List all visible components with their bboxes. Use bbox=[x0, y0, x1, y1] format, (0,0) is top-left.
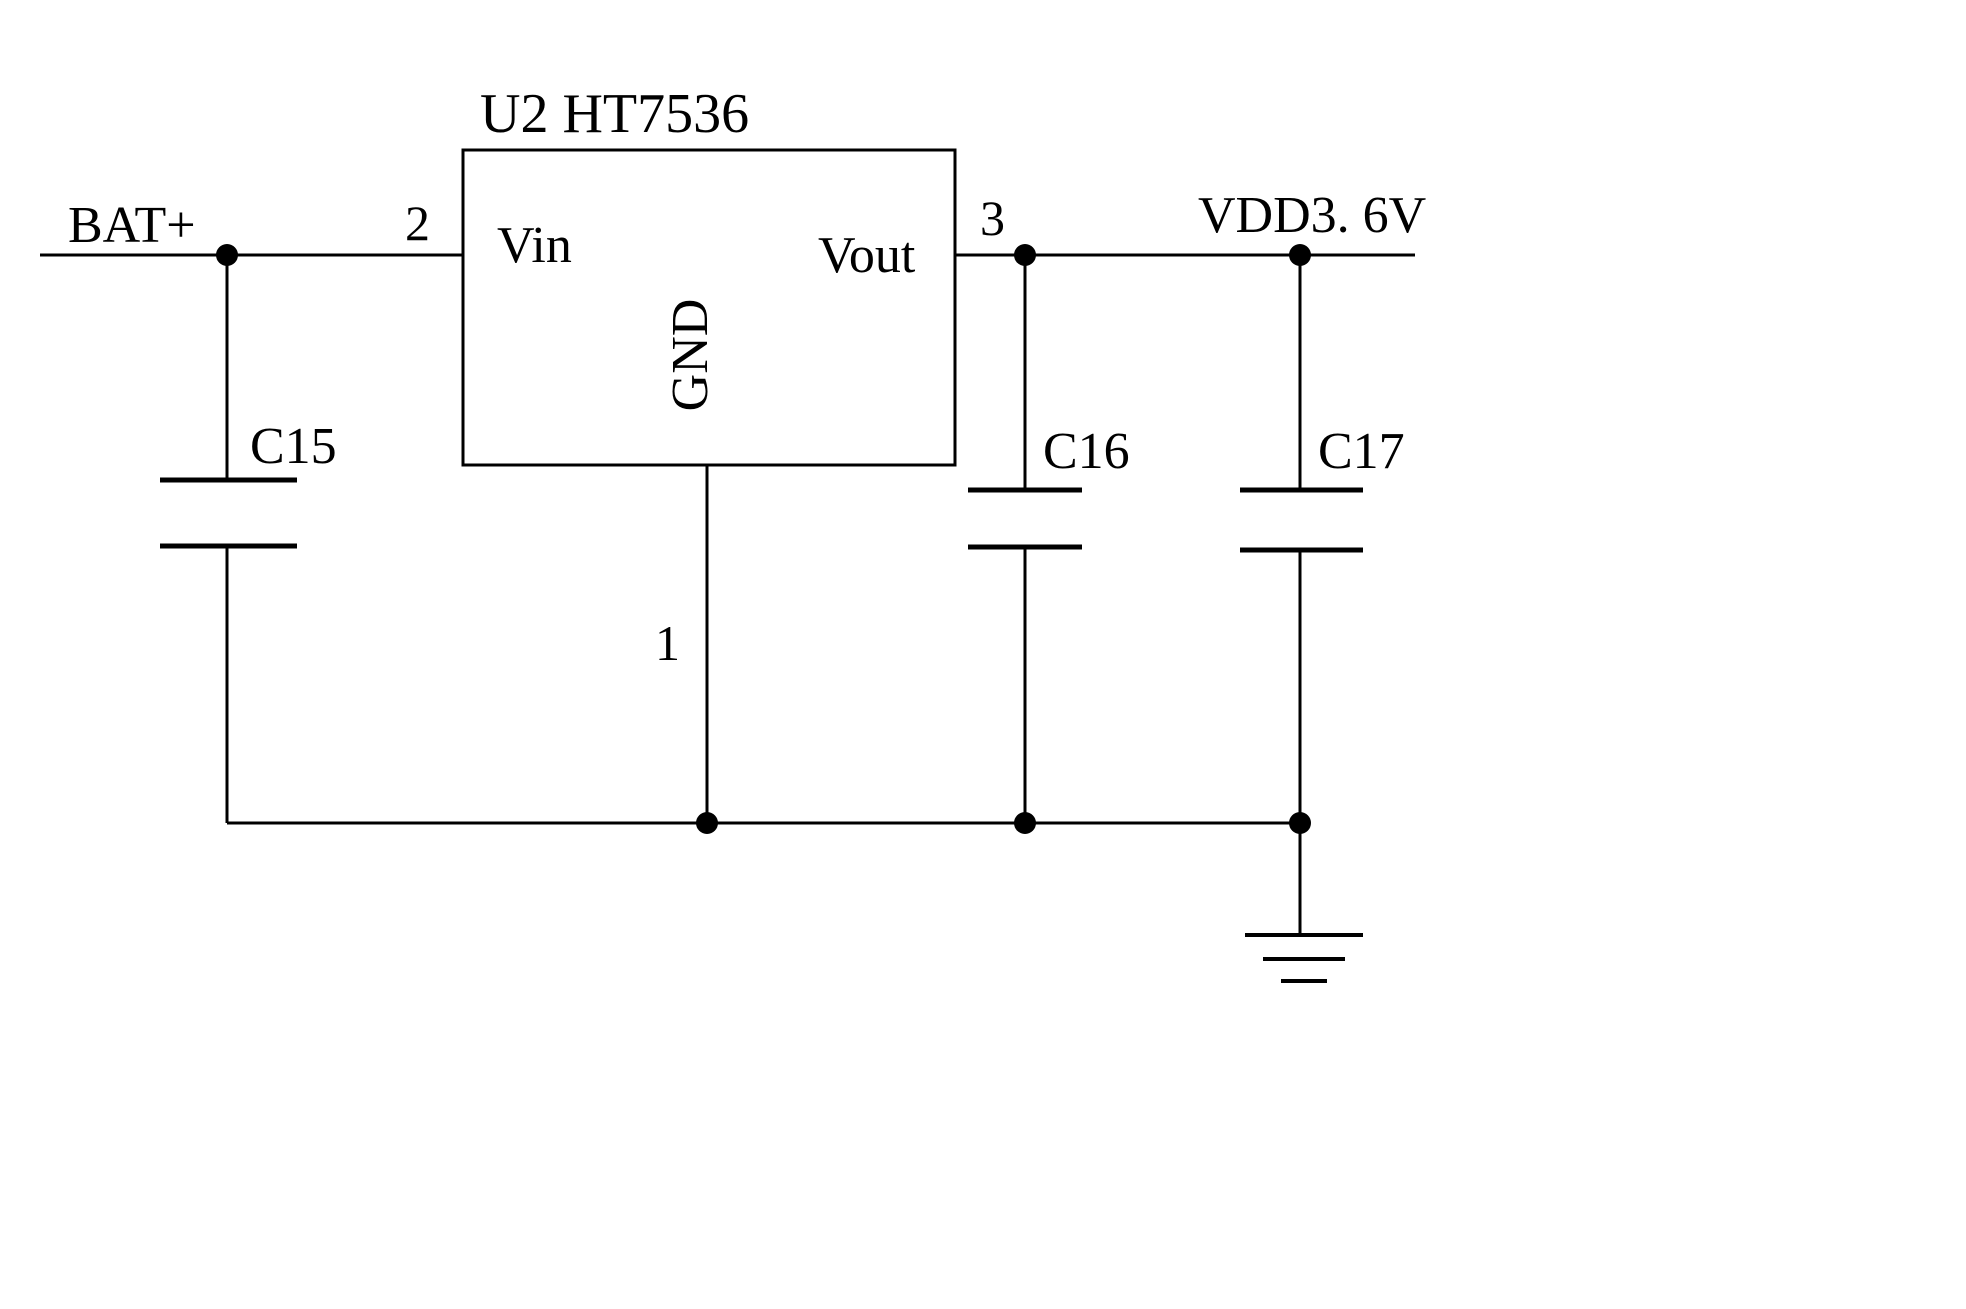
pin-number-2: 2 bbox=[405, 195, 430, 251]
junction-dot-output-c17 bbox=[1289, 244, 1311, 266]
net-label-vdd: VDD3. 6V bbox=[1198, 187, 1426, 244]
junction-dot-rail-c17 bbox=[1289, 812, 1311, 834]
ic-body-u2 bbox=[461, 148, 957, 467]
net-label-bat: BAT+ bbox=[68, 197, 196, 254]
pin-label-vout: Vout bbox=[818, 227, 916, 284]
ic-title-label: U2 HT7536 bbox=[480, 83, 749, 145]
junction-dot-input-c15 bbox=[216, 244, 238, 266]
pin-label-vin: Vin bbox=[497, 217, 572, 274]
ground-symbol bbox=[1245, 933, 1363, 983]
pin-number-1: 1 bbox=[655, 615, 680, 671]
pin-label-gnd: GND bbox=[662, 299, 719, 412]
junction-dot-rail-c16 bbox=[1014, 812, 1036, 834]
cap-label-c15: C15 bbox=[250, 418, 337, 475]
cap-label-c16: C16 bbox=[1043, 423, 1130, 480]
cap-label-c17: C17 bbox=[1318, 423, 1405, 480]
junction-dot-output-c16 bbox=[1014, 244, 1036, 266]
pin-number-3: 3 bbox=[980, 190, 1005, 246]
junction-dot-rail-gnd-pin bbox=[696, 812, 718, 834]
